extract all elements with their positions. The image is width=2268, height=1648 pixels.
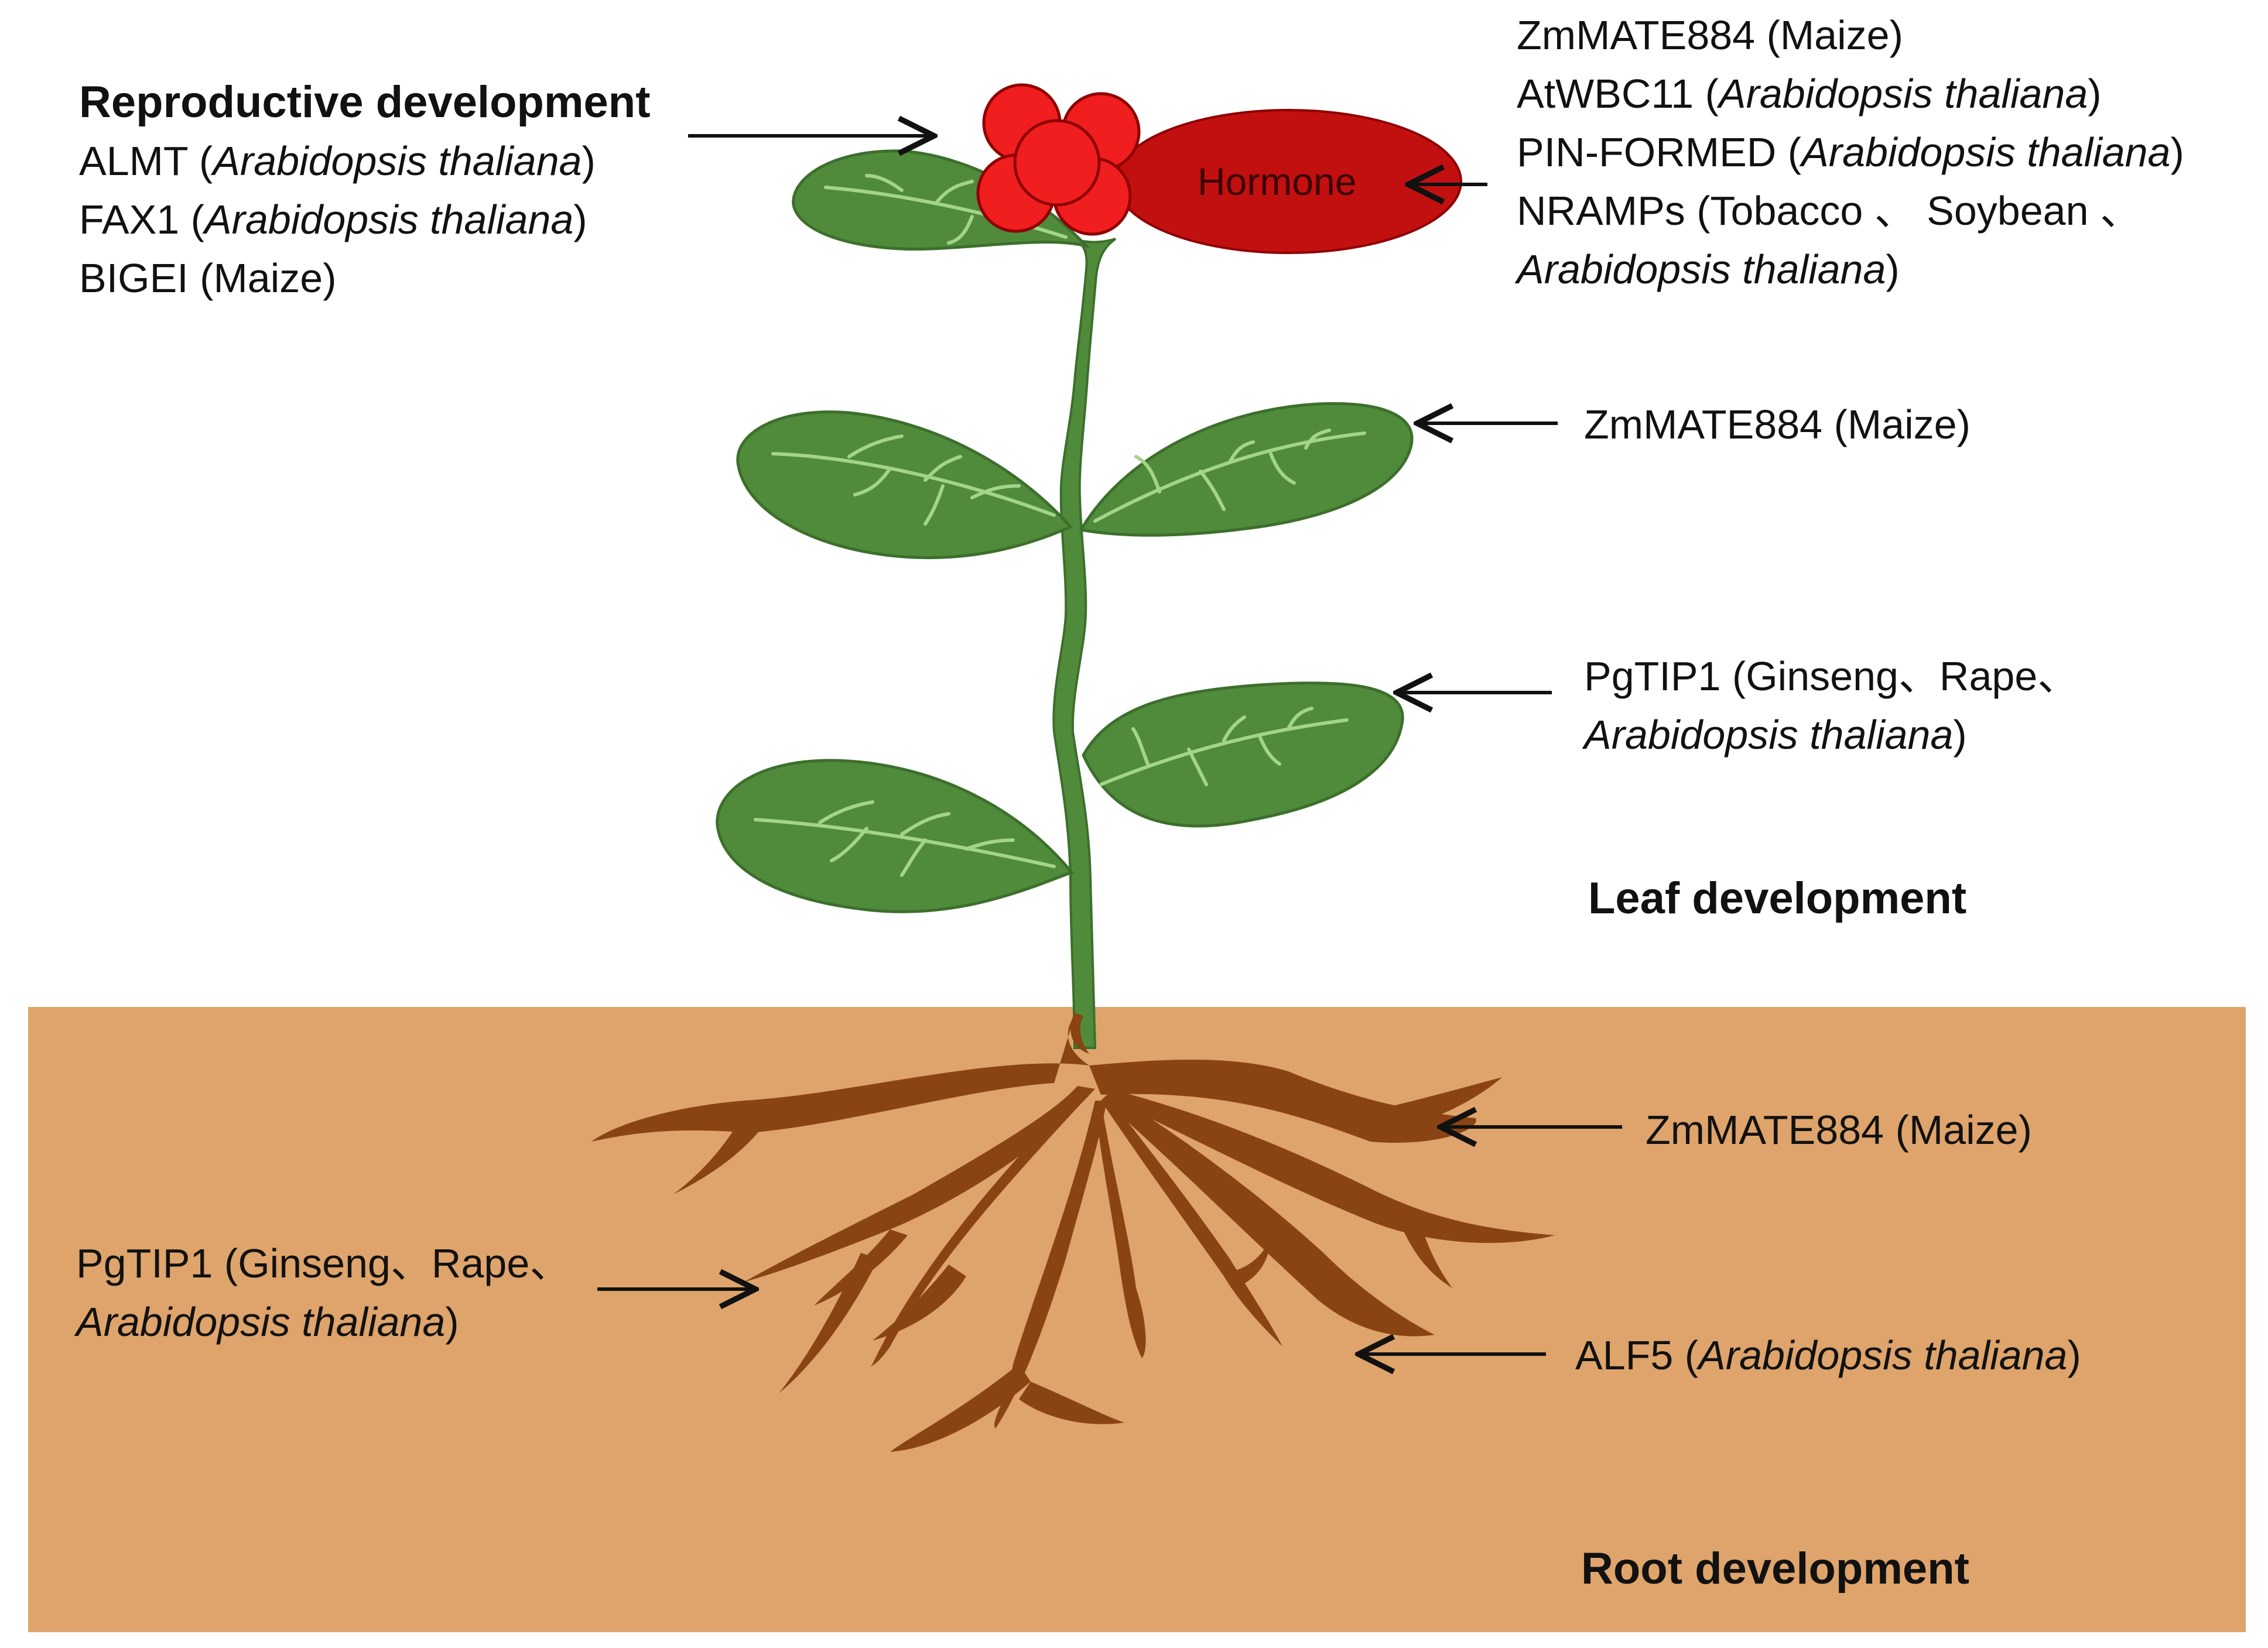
roots — [591, 1016, 1555, 1452]
root-development-heading: Root development — [1581, 1544, 1969, 1594]
leaf-development-heading: Leaf development — [1588, 873, 1967, 923]
gene-label-alf5: ALF5 (Arabidopsis thaliana) — [1575, 1332, 2081, 1378]
reproductive-development-heading: Reproductive development — [79, 77, 651, 127]
stem — [1052, 238, 1117, 1049]
gene-label-atwbc11: AtWBC11 (Arabidopsis thaliana) — [1517, 71, 2102, 117]
gene-label-zmmate884-hormone: ZmMATE884 (Maize) — [1517, 12, 1903, 58]
gene-label-almt: ALMT (Arabidopsis thaliana) — [79, 138, 596, 184]
lower-right-leaf — [1082, 681, 1404, 828]
gene-label-zmmate884-leaf: ZmMATE884 (Maize) — [1584, 402, 1971, 447]
middle-right-leaf — [1079, 402, 1414, 537]
gene-label-pgtip1-leaf: PgTIP1 (Ginseng、Rape、 — [1584, 653, 2079, 699]
gene-label-nramps: NRAMPs (Tobacco 、 Soybean 、 — [1517, 188, 2141, 234]
gene-label-pin-formed: PIN-FORMED (Arabidopsis thaliana) — [1517, 129, 2184, 175]
arrows — [597, 136, 1622, 1354]
gene-label-bigei: BIGEI (Maize) — [79, 255, 337, 301]
gene-label-nramps-species: Arabidopsis thaliana) — [1517, 246, 1900, 292]
gene-label-zmmate884-root: ZmMATE884 (Maize) — [1646, 1107, 2032, 1153]
flower — [976, 83, 1141, 236]
hormone-label: Hormone — [1198, 160, 1357, 203]
leaf-veins — [754, 174, 1366, 877]
gene-label-pgtip1-leaf-species: Arabidopsis thaliana) — [1584, 712, 1967, 758]
gene-label-pgtip1-root: PgTIP1 (Ginseng、Rape、 — [76, 1241, 571, 1286]
gene-label-pgtip1-root-species: Arabidopsis thaliana) — [76, 1299, 459, 1345]
middle-left-leaf — [736, 410, 1073, 560]
gene-label-fax1: FAX1 (Arabidopsis thaliana) — [79, 197, 587, 242]
